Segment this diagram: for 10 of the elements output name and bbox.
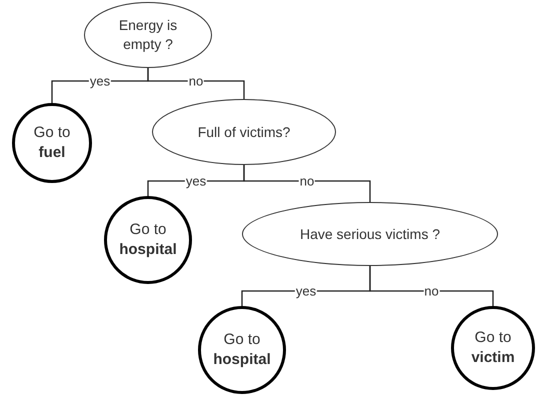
- action-text: Go to hospital: [118, 220, 178, 260]
- connector-line: [369, 266, 494, 306]
- action-text: Go to fuel: [32, 122, 72, 163]
- action-text: Go to victim: [470, 328, 516, 368]
- connector-line: [243, 165, 371, 202]
- action-text: Go to hospital: [212, 330, 272, 370]
- question-text: Energy is empty ?: [118, 16, 178, 54]
- question-text: Full of victims?: [196, 122, 292, 142]
- question-text: Have serious victims ?: [298, 224, 442, 244]
- connector-line: [147, 68, 245, 99]
